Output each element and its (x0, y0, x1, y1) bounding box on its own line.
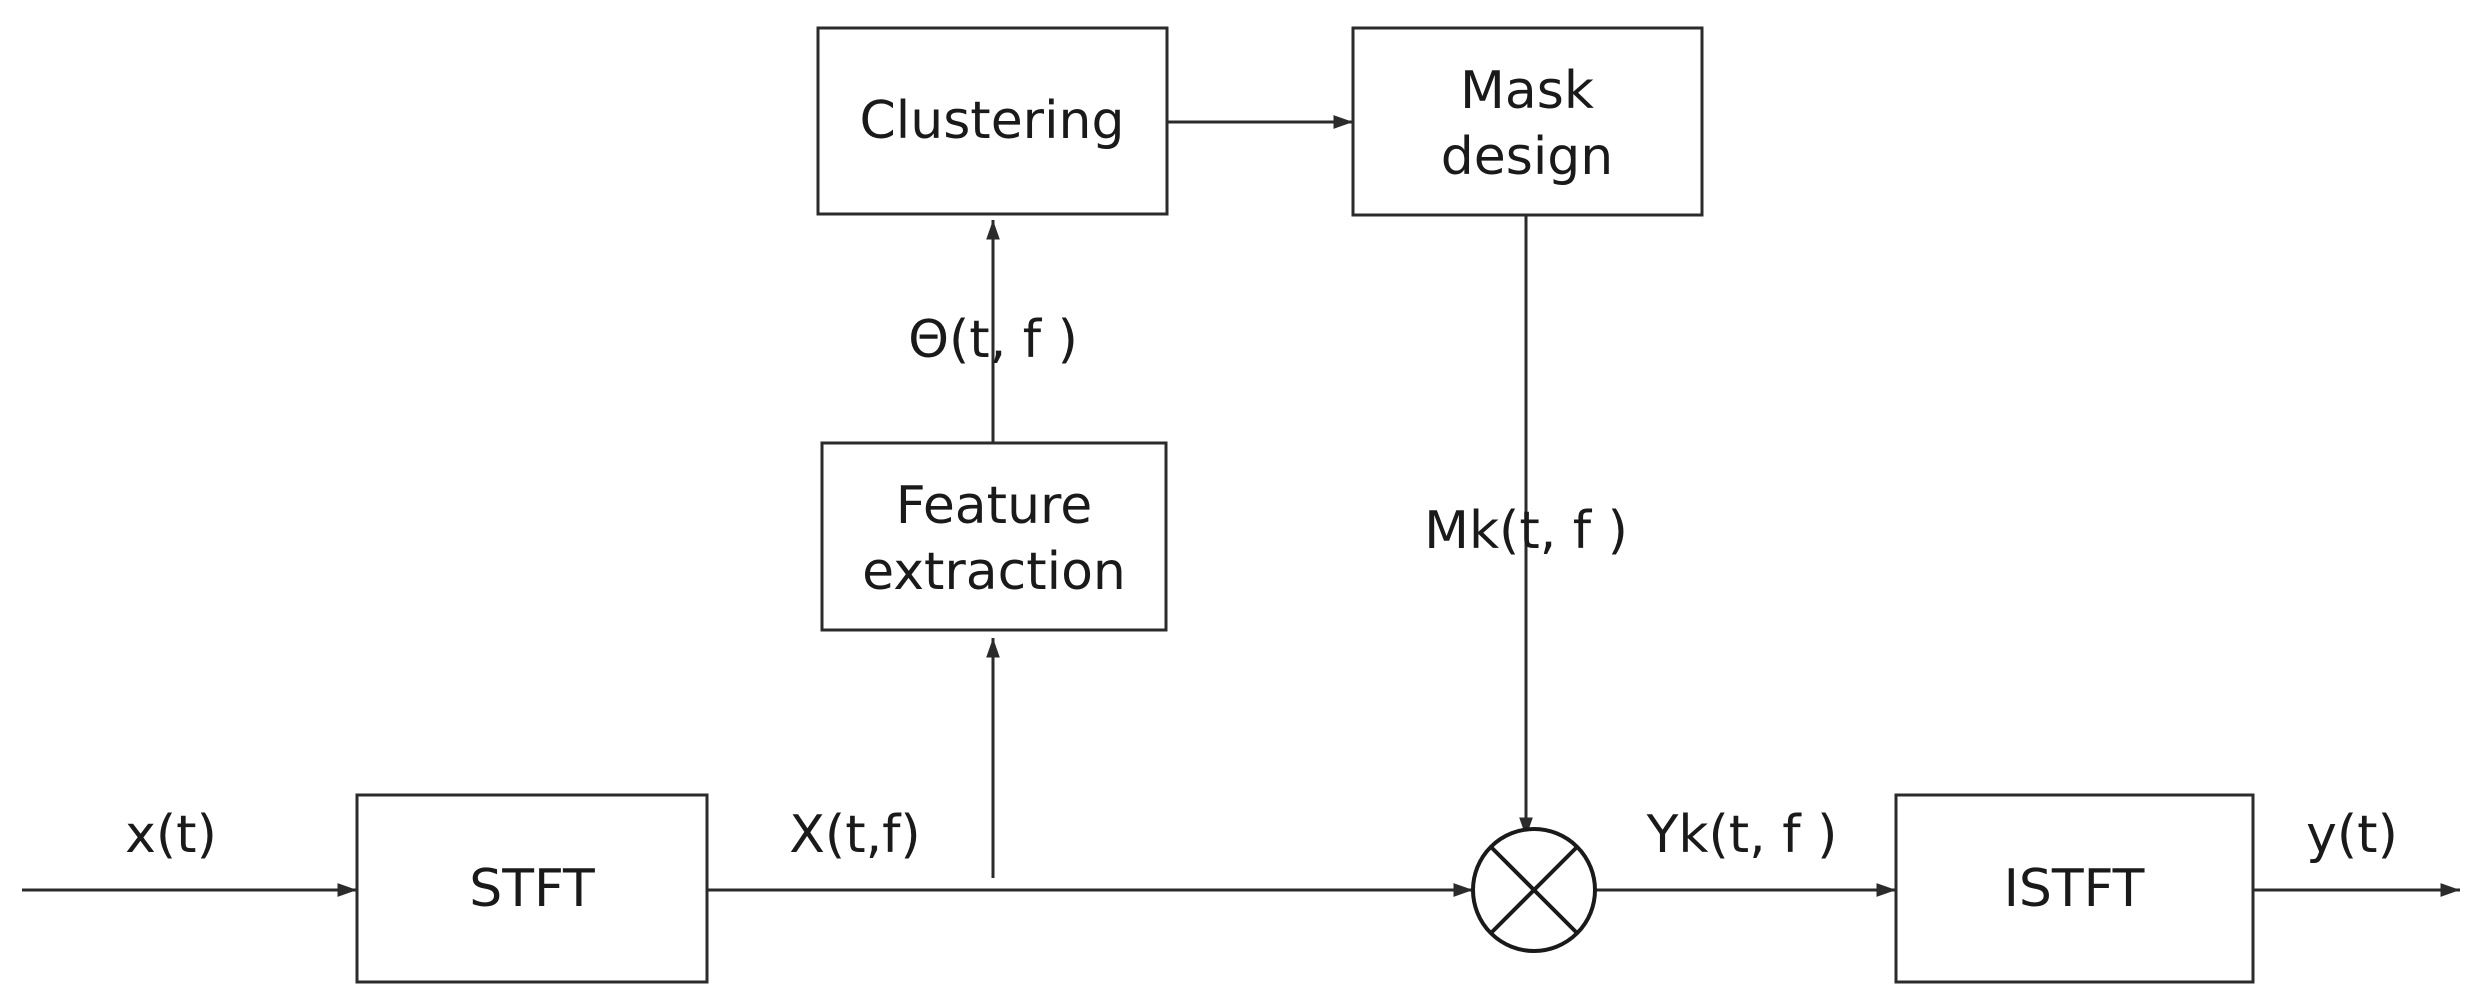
mask-design-block: Mask design (1351, 26, 1704, 217)
mask-signal-label: Mk(t, f ) (1424, 501, 1628, 561)
feature-extraction-label-line-1: Feature (896, 476, 1093, 536)
feature-extraction-block: Feature extraction (820, 441, 1168, 632)
mask-design-label-line-2: design (1441, 127, 1614, 187)
spectrum-signal-label: X(t,f) (789, 805, 920, 865)
output-signal-label: y(t) (2306, 805, 2398, 865)
masked-spectrum-signal-label: Yk(t, f ) (1646, 805, 1838, 865)
feature-signal-label: Θ(t, f ) (908, 310, 1078, 370)
stft-block: STFT (355, 793, 709, 984)
istft-label: ISTFT (2004, 859, 2145, 919)
circle-times-icon (1489, 845, 1579, 935)
multiplier-node (1471, 827, 1597, 953)
stft-label: STFT (469, 859, 595, 919)
clustering-block: Clustering (816, 26, 1169, 216)
clustering-label: Clustering (860, 91, 1125, 151)
istft-block: ISTFT (1894, 793, 2255, 984)
mask-design-label-line-1: Mask (1460, 61, 1594, 121)
feature-extraction-label-line-2: extraction (862, 542, 1126, 602)
input-signal-label: x(t) (125, 805, 217, 865)
